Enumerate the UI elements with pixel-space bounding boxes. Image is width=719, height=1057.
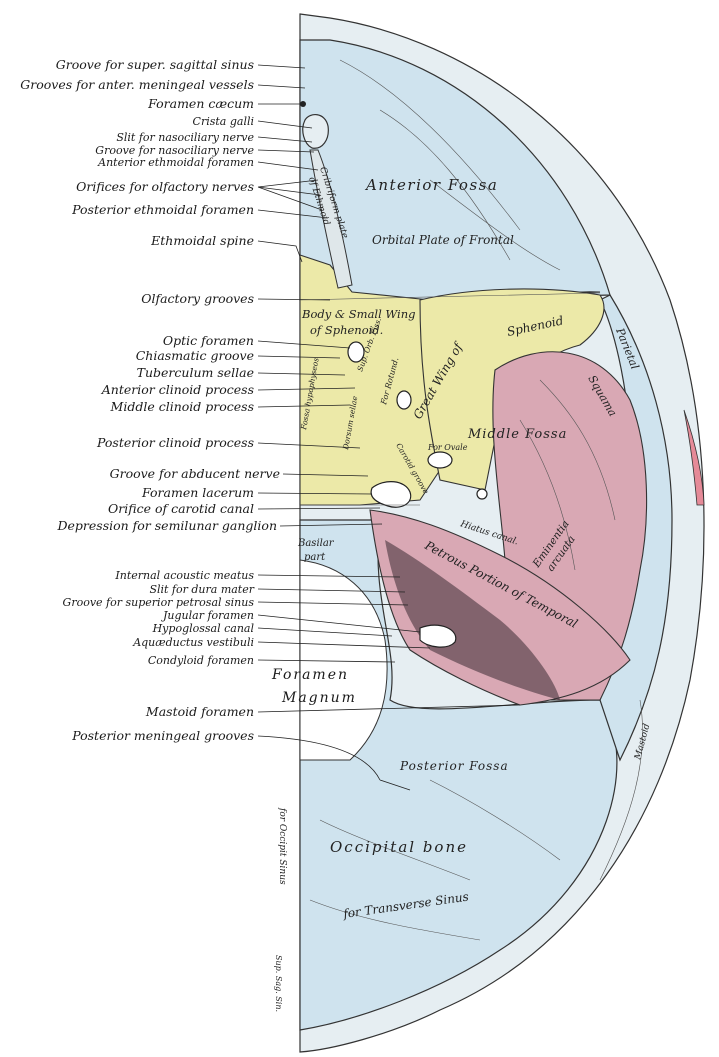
label-optic-foramen: Optic foramen bbox=[163, 333, 254, 348]
labels-left: Groove for super. sagittal sinus Grooves… bbox=[20, 57, 280, 743]
label-jugular-foramen: Jugular foramen bbox=[161, 609, 254, 622]
foramen-rotundum-hole bbox=[396, 390, 412, 410]
label-olfactory-grooves: Olfactory grooves bbox=[141, 291, 254, 306]
label-post-meningeal: Posterior meningeal grooves bbox=[71, 728, 254, 743]
label-chiasmatic-groove: Chiasmatic groove bbox=[136, 348, 254, 363]
cribriform-plate bbox=[309, 149, 353, 289]
foramen-spinosum-hole bbox=[476, 488, 488, 500]
occipital-bone-label: Occipital bone bbox=[330, 838, 468, 856]
body-sphenoid-label-1: Body & Small Wing bbox=[301, 307, 416, 321]
middle-fossa-label: Middle Fossa bbox=[467, 427, 567, 442]
foramen-ovale-hole bbox=[427, 451, 453, 469]
label-crista-galli: Crista galli bbox=[193, 115, 254, 128]
label-aquaeductus: Aquæductus vestibuli bbox=[132, 636, 254, 649]
label-groove-sup-sagittal: Groove for super. sagittal sinus bbox=[56, 57, 254, 72]
for-ovale-label: For Ovale bbox=[427, 443, 468, 452]
parietal-accent-strip bbox=[683, 409, 705, 506]
petrous-temporal bbox=[369, 509, 631, 706]
label-mid-clinoid: Middle clinoid process bbox=[110, 399, 254, 414]
label-post-clinoid: Posterior clinoid process bbox=[96, 435, 254, 450]
sup-sag-sin-label: Sup. Sag. Sin. bbox=[274, 955, 283, 1012]
optic-foramen-hole bbox=[347, 341, 365, 363]
label-post-ethmoidal-foramen: Posterior ethmoidal foramen bbox=[71, 202, 254, 217]
basilar-label-2: part bbox=[304, 552, 326, 563]
bone-texture bbox=[299, 59, 643, 941]
label-depression-semilunar: Depression for semilunar ganglion bbox=[56, 518, 277, 533]
crista-galli bbox=[302, 114, 329, 149]
occipit-sinus-label: for Occipit Sinus bbox=[277, 807, 287, 885]
label-int-acoustic: Internal acoustic meatus bbox=[114, 569, 254, 582]
label-foramen-lacerum: Foramen lacerum bbox=[141, 485, 254, 500]
anterior-fossa-label: Anterior Fossa bbox=[364, 176, 498, 194]
label-mastoid-foramen: Mastoid foramen bbox=[145, 704, 254, 719]
orbital-plate-label: Orbital Plate of Frontal bbox=[372, 233, 514, 247]
label-grooves-ant-meningeal: Grooves for anter. meningeal vessels bbox=[20, 77, 254, 92]
label-slit-nasociliary: Slit for nasociliary nerve bbox=[116, 131, 254, 144]
leader-lines bbox=[257, 64, 521, 791]
label-ethmoidal-spine: Ethmoidal spine bbox=[150, 233, 254, 248]
label-slit-dura: Slit for dura mater bbox=[149, 583, 254, 596]
label-foramen-caecum: Foramen cæcum bbox=[147, 96, 254, 111]
jugular-foramen-hole bbox=[419, 624, 457, 648]
label-groove-sup-petrosal: Groove for superior petrosal sinus bbox=[63, 596, 255, 609]
label-orifices-olfactory: Orifices for olfactory nerves bbox=[76, 179, 254, 194]
label-groove-nasociliary: Groove for nasociliary nerve bbox=[95, 144, 254, 157]
label-groove-abducent: Groove for abducent nerve bbox=[110, 466, 280, 481]
foramen-magnum-label-1: Foramen bbox=[271, 667, 349, 683]
label-hypoglossal-canal: Hypoglossal canal bbox=[152, 622, 255, 635]
label-orifice-carotid: Orifice of carotid canal bbox=[108, 501, 254, 516]
posterior-fossa-label: Posterior Fossa bbox=[399, 759, 509, 773]
label-ant-clinoid: Anterior clinoid process bbox=[101, 382, 254, 397]
petrous-shadow bbox=[385, 540, 560, 700]
label-condyloid-foramen: Condyloid foramen bbox=[148, 654, 254, 667]
basilar-label-1: Basilar bbox=[297, 538, 335, 549]
foramen-magnum-label-2: Magnum bbox=[281, 690, 357, 706]
body-sphenoid-label-2: of Sphenoid. bbox=[310, 323, 383, 337]
label-ant-ethmoidal-foramen: Anterior ethmoidal foramen bbox=[97, 156, 254, 169]
label-tuberculum-sellae: Tuberculum sellae bbox=[137, 365, 254, 380]
